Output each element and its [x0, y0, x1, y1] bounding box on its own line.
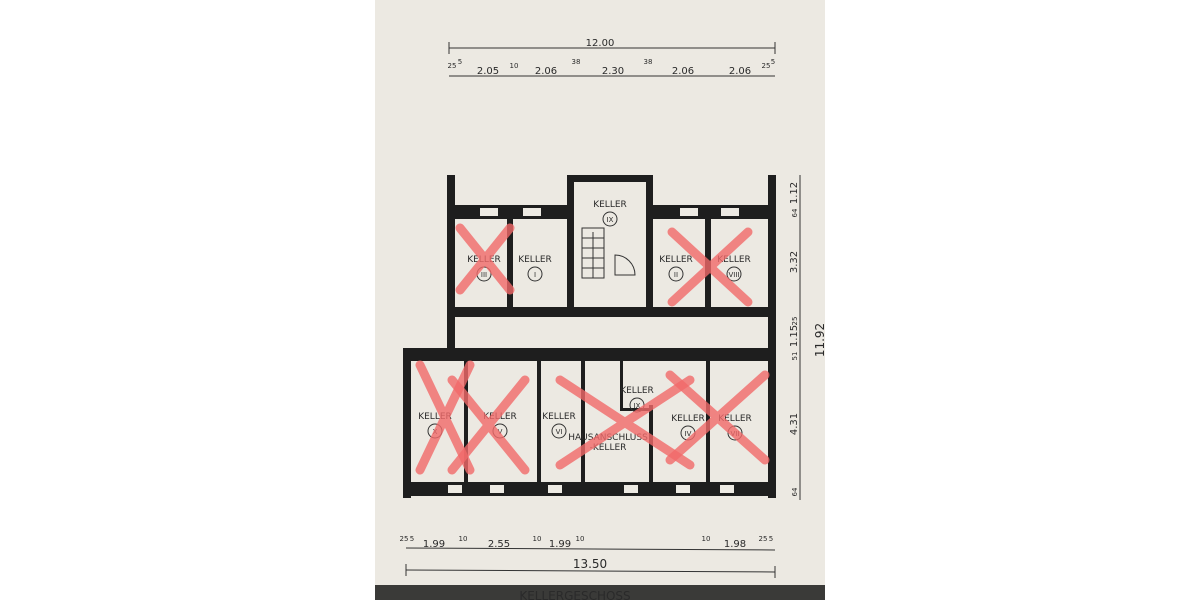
top-dimension-segment: 2.06	[535, 66, 557, 77]
bottom-dimension-segment: 5	[410, 535, 414, 543]
room-numeral: II	[674, 271, 678, 279]
top-overall-dimension: 12.00	[586, 38, 615, 49]
room-label: KELLER	[659, 255, 693, 265]
bottom-overall-dimension: 13.50	[573, 557, 607, 571]
right-dimension-segment: 64	[791, 208, 799, 217]
right-dimension-segment: 64	[791, 487, 799, 496]
room-numeral: V	[498, 428, 503, 436]
room-number-circle	[726, 266, 742, 282]
drawing-title: KELLERGESCHOSS	[519, 589, 630, 600]
right-dimension-segment: 51	[791, 352, 799, 361]
room-numeral: IX	[634, 402, 641, 410]
bottom-dimension-segment: 1.99	[423, 539, 445, 550]
right-dimension-segment: 3.32	[789, 251, 800, 273]
windows	[448, 208, 739, 493]
top-dimension-segment: 2.30	[602, 66, 624, 77]
room-numeral: IX	[607, 216, 614, 224]
room-keller-vi: KELLER VI	[542, 412, 576, 439]
bottom-dimension-segment: 25	[400, 535, 409, 543]
right-dimension-segment: 1.12	[789, 182, 800, 204]
top-dimension-segment: 5	[458, 58, 462, 66]
top-dimension-segment: 2.06	[729, 66, 751, 77]
room-label: KELLER	[542, 412, 576, 422]
top-dimension-segment: 38	[644, 58, 653, 66]
red-cross-mark	[667, 227, 753, 307]
red-cross-mark	[455, 223, 515, 295]
room-keller-viii: KELLER VIII	[717, 255, 751, 282]
room-label: KELLER	[718, 414, 752, 424]
room-keller-ix: KELLER IX	[593, 200, 627, 227]
red-cross-mark	[665, 370, 770, 465]
room-label: KELLER	[717, 255, 751, 265]
room-numeral: III	[481, 271, 487, 279]
right-dimension-segment: 25	[791, 317, 799, 326]
room-keller-i: KELLER I	[518, 255, 552, 282]
bottom-dimension-segment: 5	[769, 535, 773, 543]
red-cross-mark	[555, 375, 695, 470]
room-label: KELLER	[671, 414, 705, 424]
top-dimension-segment: 2.05	[477, 66, 499, 77]
walls	[403, 175, 776, 498]
bottom-dimension-segment: 10	[459, 535, 468, 543]
right-overall-dimension: 11.92	[813, 323, 827, 357]
top-dimension-segment: 2.06	[672, 66, 694, 77]
room-label: KELLER	[418, 412, 452, 422]
room-label-line2: -KELLER	[590, 443, 627, 453]
staircase	[581, 227, 636, 279]
room-label: KELLER	[620, 386, 654, 396]
bottom-dimension-segment: 2.55	[488, 539, 510, 550]
room-numeral: VIII	[729, 271, 740, 279]
room-number-circle	[551, 423, 567, 439]
bottom-dimension-segment: 1.98	[724, 539, 746, 550]
room-number-circle	[527, 266, 543, 282]
room-number-circle	[727, 425, 743, 441]
bottom-dimension-segment: 10	[576, 535, 585, 543]
top-dimension-segment: 25	[448, 62, 457, 70]
room-numeral: VI	[556, 428, 563, 436]
bottom-dimension-segment: 10	[533, 535, 542, 543]
bottom-dimension-segment: 10	[702, 535, 711, 543]
top-dimension-segment: 5	[771, 58, 775, 66]
top-dimension-segment: 38	[572, 58, 581, 66]
room-keller-ii: KELLER II	[659, 255, 693, 282]
top-dimension-chain	[448, 42, 776, 77]
room-number-circle	[602, 211, 618, 227]
paper-shadow	[375, 585, 825, 600]
room-label: KELLER	[518, 255, 552, 265]
paper-sheet	[375, 0, 825, 600]
bottom-dimension-segment: 25	[759, 535, 768, 543]
top-dimension-segment: 25	[762, 62, 771, 70]
room-label: KELLER	[593, 200, 627, 210]
right-dimension-segment: 4.31	[789, 413, 800, 435]
right-dimension-segment: 1.15	[789, 325, 800, 347]
top-dimension-segment: 10	[510, 62, 519, 70]
bottom-dimension-chain	[405, 547, 776, 578]
room-numeral: I	[534, 271, 536, 279]
room-number-circle	[668, 266, 684, 282]
red-cross-mark	[447, 375, 530, 475]
room-numeral: IV	[685, 430, 692, 438]
bottom-dimension-segment: 1.99	[549, 539, 571, 550]
